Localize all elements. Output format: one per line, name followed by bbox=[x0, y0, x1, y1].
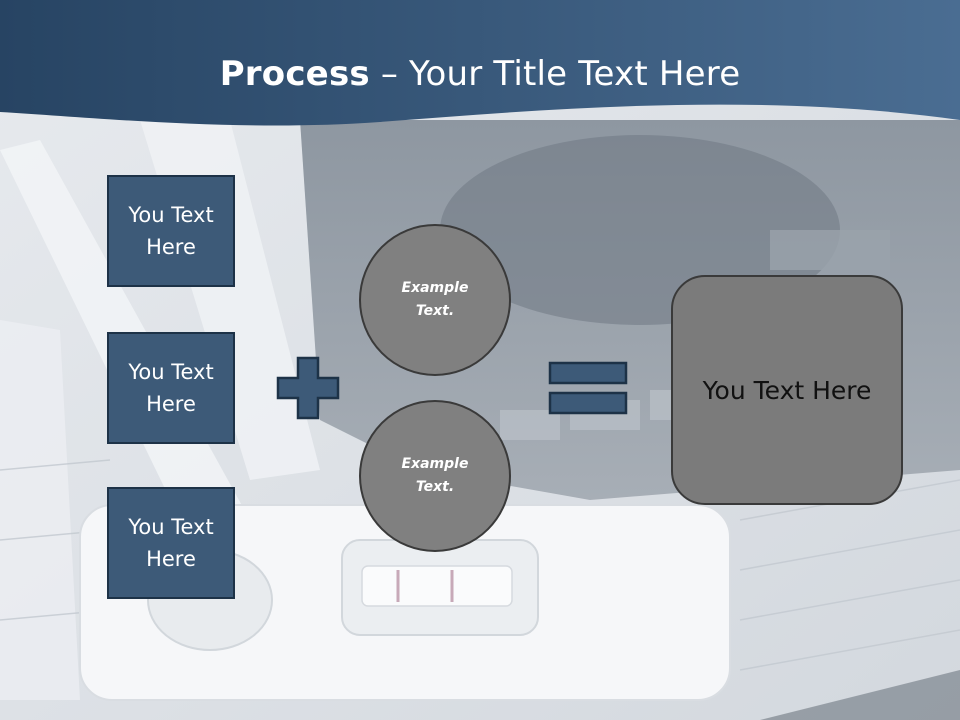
text-box-2[interactable]: You Text Here bbox=[107, 332, 235, 444]
result-box[interactable]: You Text Here bbox=[671, 275, 903, 505]
equals-icon bbox=[548, 361, 628, 415]
text-box-3-label: You Text Here bbox=[128, 515, 214, 571]
example-circle-2[interactable]: Example Text. bbox=[359, 400, 511, 552]
text-box-1-label: You Text Here bbox=[128, 203, 214, 259]
title-bold: Process bbox=[219, 54, 370, 94]
text-box-3[interactable]: You Text Here bbox=[107, 487, 235, 599]
page-title: Process – Your Title Text Here bbox=[0, 52, 960, 96]
plus-icon bbox=[276, 356, 340, 420]
example-circle-1[interactable]: Example Text. bbox=[359, 224, 511, 376]
example-circle-1-label: Example Text. bbox=[401, 280, 469, 319]
text-box-1[interactable]: You Text Here bbox=[107, 175, 235, 287]
title-rest: – Your Title Text Here bbox=[369, 54, 741, 94]
text-box-2-label: You Text Here bbox=[128, 360, 214, 416]
result-box-label: You Text Here bbox=[702, 375, 872, 405]
example-circle-2-label: Example Text. bbox=[401, 456, 469, 495]
